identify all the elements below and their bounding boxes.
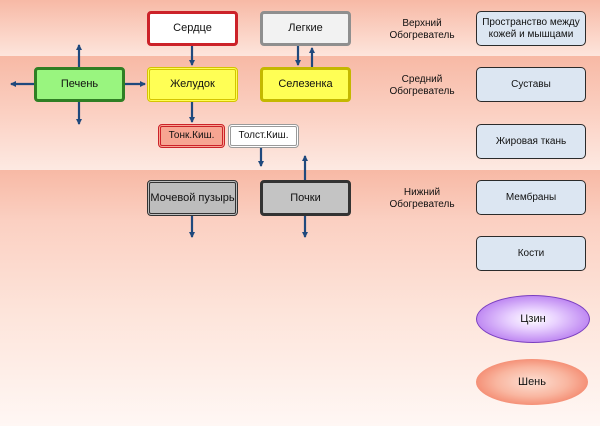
shen-ellipse: Шень xyxy=(476,359,588,405)
lungs-node: Легкие xyxy=(260,11,351,46)
middle-heater-label: Средний Обогреватель xyxy=(389,74,455,97)
joints-box: Суставы xyxy=(476,67,586,102)
lower-heater-label: Нижний Обогреватель xyxy=(389,187,455,210)
heart-node: Сердце xyxy=(147,11,238,46)
spleen-node: Селезенка xyxy=(260,67,351,102)
stomach-node: Желудок xyxy=(147,67,238,102)
bladder-node: Мочевой пузырь xyxy=(147,180,238,216)
fat-tissue-box: Жировая ткань xyxy=(476,124,586,159)
membranes-box: Мембраны xyxy=(476,180,586,215)
upper-heater-label: Верхний Обогреватель xyxy=(389,18,455,41)
kidneys-node: Почки xyxy=(260,180,351,216)
liver-node: Печень xyxy=(34,67,125,102)
small-intestine-node: Тонк.Киш. xyxy=(158,124,225,148)
bones-box: Кости xyxy=(476,236,586,271)
skin-muscle-space-box: Пространство между кожей и мышцами xyxy=(476,11,586,46)
large-intestine-node: Толст.Киш. xyxy=(228,124,299,148)
jing-ellipse: Цзин xyxy=(476,295,590,343)
